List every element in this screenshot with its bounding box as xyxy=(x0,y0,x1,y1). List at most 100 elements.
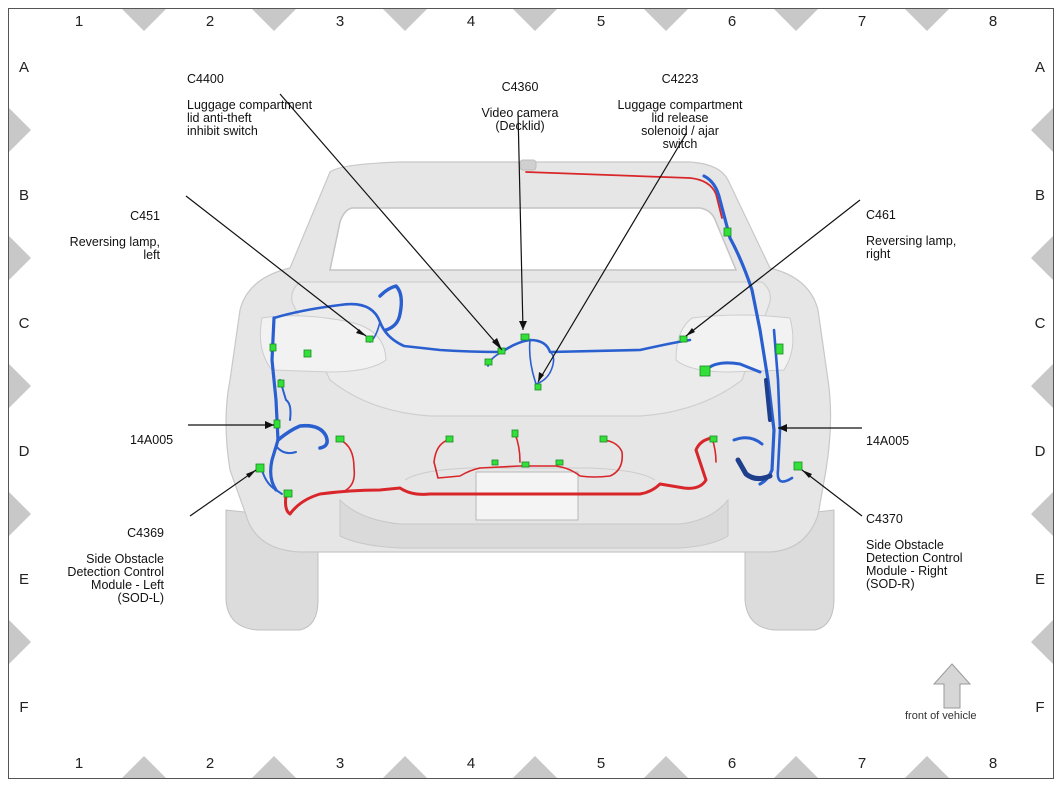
row-label-right: B xyxy=(1034,187,1045,204)
col-label-top: 8 xyxy=(988,13,998,30)
leader-c4400 xyxy=(279,93,503,351)
row-label-left: B xyxy=(18,187,29,204)
connector xyxy=(775,343,784,355)
grid-edge-marker xyxy=(9,364,31,408)
row-label-left: C xyxy=(18,315,30,332)
up-arrow-icon xyxy=(932,663,972,709)
connector xyxy=(599,435,608,443)
connector-code: C461 xyxy=(866,208,896,222)
connector xyxy=(283,489,293,498)
grid-edge-marker xyxy=(122,9,166,31)
connector-description: Side Obstacle Detection Control Module -… xyxy=(866,538,963,591)
connector xyxy=(497,347,506,355)
connector xyxy=(335,435,345,443)
connectors xyxy=(255,227,803,498)
col-label-top: 7 xyxy=(857,13,867,30)
grid-edge-marker xyxy=(774,756,818,778)
grid-edge-marker xyxy=(1031,108,1053,152)
col-label-bottom: 3 xyxy=(335,755,345,772)
row-label-right: F xyxy=(1035,699,1045,716)
red-harness-top xyxy=(525,171,723,219)
connector-code: C4369 xyxy=(127,526,164,540)
col-label-bottom: 6 xyxy=(727,755,737,772)
row-label-left: E xyxy=(18,571,29,588)
connector xyxy=(534,383,542,391)
connector-code: C4370 xyxy=(866,512,903,526)
connector xyxy=(445,435,454,443)
callout-c4360: C4360 Video camera (Decklid) xyxy=(440,68,600,146)
grid-edge-marker xyxy=(644,9,688,31)
leader-lines xyxy=(185,93,863,517)
connector-description: Reversing lamp, right xyxy=(866,234,957,261)
leader-c461 xyxy=(685,199,861,337)
grid-edge-marker xyxy=(774,9,818,31)
col-label-bottom: 1 xyxy=(74,755,84,772)
blue-harness-left xyxy=(269,316,280,492)
leader-c451 xyxy=(185,195,367,337)
connector xyxy=(269,343,277,352)
callout-c4369: C4369 Side Obstacle Detection Control Mo… xyxy=(30,514,164,618)
row-label-right: C xyxy=(1034,315,1046,332)
connector xyxy=(709,435,718,443)
connector xyxy=(521,461,530,468)
grid-edge-marker xyxy=(1031,236,1053,280)
leader-arrowheads xyxy=(246,321,812,478)
front-of-vehicle-label: front of vehicle xyxy=(905,710,977,722)
grid-edge-marker xyxy=(905,756,949,778)
grid-edge-marker xyxy=(513,9,557,31)
connector xyxy=(520,333,530,341)
grid-edge-marker xyxy=(383,9,427,31)
connector-description: Reversing lamp, left xyxy=(69,235,160,262)
connector xyxy=(511,429,519,438)
connector xyxy=(484,358,493,366)
connector xyxy=(793,461,803,471)
diagram-frame xyxy=(8,8,1054,779)
callout-c451: C451 Reversing lamp, left xyxy=(40,197,160,275)
callout-c4223: C4223 Luggage compartment lid release so… xyxy=(598,60,762,164)
grid-edge-marker xyxy=(252,9,296,31)
connector xyxy=(277,379,285,388)
grid-edge-marker xyxy=(644,756,688,778)
col-label-bottom: 2 xyxy=(205,755,215,772)
grid-edge-marker xyxy=(1031,492,1053,536)
callout-14a005-left: 14A005 xyxy=(130,421,173,460)
connector-description: Video camera (Decklid) xyxy=(481,106,559,133)
row-label-right: D xyxy=(1034,443,1046,460)
connector xyxy=(273,419,281,429)
grid-edge-marker xyxy=(9,236,31,280)
connector-description: Side Obstacle Detection Control Module -… xyxy=(67,552,164,605)
row-label-left: D xyxy=(18,443,30,460)
connector-code: C451 xyxy=(130,209,160,223)
connector xyxy=(255,463,265,473)
leader-c4223 xyxy=(537,133,687,383)
connector xyxy=(699,365,711,377)
connector xyxy=(365,335,374,343)
row-label-left: A xyxy=(18,59,29,76)
red-harness-bumper xyxy=(284,436,714,516)
col-label-top: 4 xyxy=(466,13,476,30)
grid-edge-markers xyxy=(9,9,1053,778)
grid-edge-marker xyxy=(122,756,166,778)
connector-description: Luggage compartment lid anti-theft inhib… xyxy=(187,98,313,138)
grid-edge-marker xyxy=(9,620,31,664)
col-label-bottom: 7 xyxy=(857,755,867,772)
harness-code: 14A005 xyxy=(130,433,174,447)
grid-edge-marker xyxy=(905,9,949,31)
connector-description: Luggage compartment lid release solenoid… xyxy=(617,98,743,151)
callout-c4370: C4370 Side Obstacle Detection Control Mo… xyxy=(866,500,963,604)
grid-edge-marker xyxy=(1031,364,1053,408)
col-label-bottom: 5 xyxy=(596,755,606,772)
grid-edge-marker xyxy=(9,492,31,536)
grid-edge-marker xyxy=(383,756,427,778)
grid-edge-marker xyxy=(252,756,296,778)
connector-code: C4360 xyxy=(501,80,539,94)
connector xyxy=(491,459,499,466)
col-label-top: 2 xyxy=(205,13,215,30)
callout-c4400: C4400 Luggage compartment lid anti-theft… xyxy=(187,60,312,151)
connector xyxy=(723,227,732,237)
col-label-bottom: 8 xyxy=(988,755,998,772)
col-label-top: 5 xyxy=(596,13,606,30)
callout-14a005-right: 14A005 xyxy=(866,422,909,461)
connector-code: C4400 xyxy=(187,72,224,86)
